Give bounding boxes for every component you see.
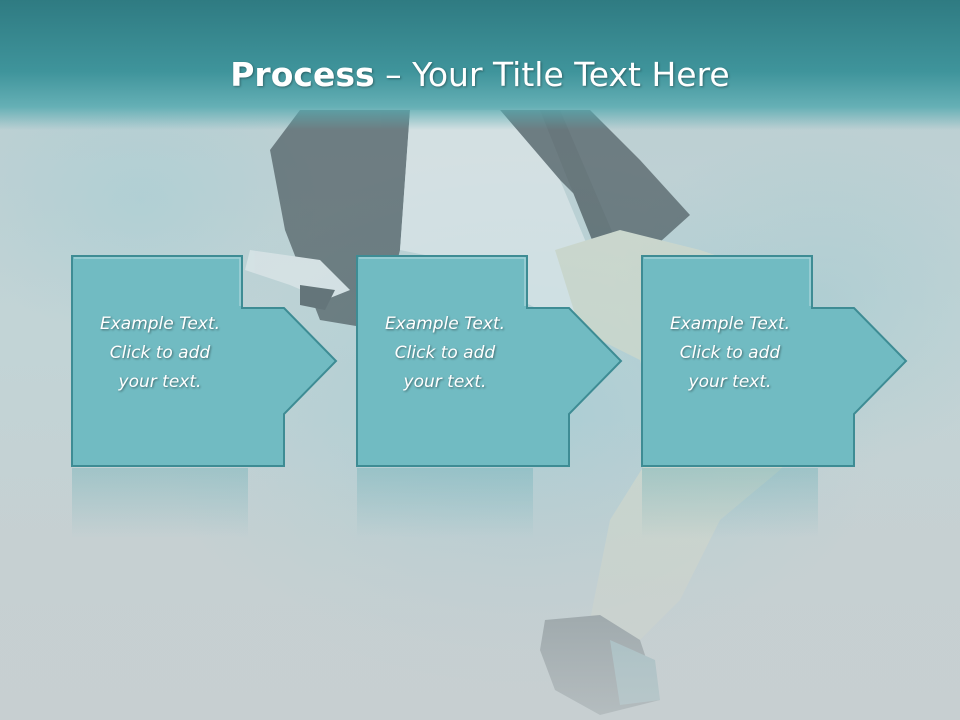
process-step-3[interactable]: Example Text. Click to add your text. bbox=[641, 255, 908, 467]
step-3-line-2: Click to add bbox=[679, 343, 781, 363]
title-rest-part: – Your Title Text Here bbox=[374, 55, 730, 94]
process-step-1[interactable]: Example Text. Click to add your text. bbox=[71, 255, 338, 467]
arrow-right-shape bbox=[641, 255, 908, 467]
step-1-text[interactable]: Example Text. Click to add your text. bbox=[72, 310, 248, 397]
step-2-line-1: Example Text. bbox=[384, 314, 506, 334]
arrow-right-shape bbox=[71, 255, 338, 467]
title-bold-part: Process bbox=[230, 55, 375, 94]
bottom-fade bbox=[0, 420, 960, 720]
step-2-line-2: Click to add bbox=[394, 343, 496, 363]
step-1-reflection bbox=[72, 468, 248, 538]
slide-title[interactable]: Process – Your Title Text Here bbox=[0, 50, 960, 100]
step-3-line-1: Example Text. bbox=[669, 314, 791, 334]
step-1-line-3: your text. bbox=[118, 372, 202, 392]
process-step-2[interactable]: Example Text. Click to add your text. bbox=[356, 255, 623, 467]
step-3-reflection bbox=[642, 468, 818, 538]
step-3-line-3: your text. bbox=[688, 372, 772, 392]
arrow-right-shape bbox=[356, 255, 623, 467]
step-1-line-2: Click to add bbox=[109, 343, 211, 363]
step-1-line-1: Example Text. bbox=[99, 314, 221, 334]
step-2-reflection bbox=[357, 468, 533, 538]
step-2-line-3: your text. bbox=[403, 372, 487, 392]
step-3-text[interactable]: Example Text. Click to add your text. bbox=[642, 310, 818, 397]
step-2-text[interactable]: Example Text. Click to add your text. bbox=[357, 310, 533, 397]
title-bar: Process – Your Title Text Here bbox=[0, 0, 960, 130]
